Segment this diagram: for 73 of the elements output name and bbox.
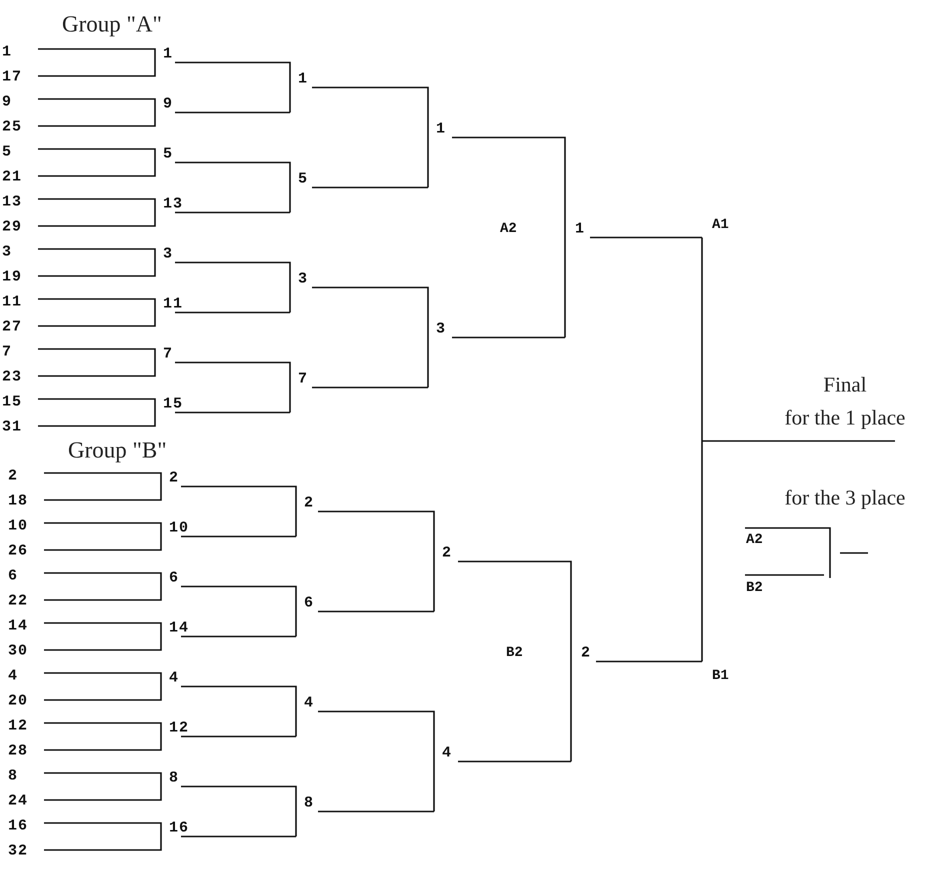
round-number: 9 bbox=[163, 96, 174, 111]
round-number: 13 bbox=[163, 196, 184, 211]
seed-number: 26 bbox=[8, 544, 28, 558]
bracket-label: B1 bbox=[712, 668, 729, 682]
seed-number: 30 bbox=[8, 644, 28, 658]
seed-number: 13 bbox=[2, 194, 22, 210]
round-number: 6 bbox=[304, 595, 314, 610]
seed-number: 2 bbox=[8, 468, 18, 484]
round-number: 8 bbox=[304, 795, 314, 810]
round-number: 2 bbox=[304, 495, 314, 510]
round-number: 5 bbox=[163, 146, 174, 161]
round-number: 2 bbox=[169, 470, 180, 485]
seed-number: 23 bbox=[2, 370, 22, 384]
seed-number: 10 bbox=[8, 518, 28, 534]
round-number: 14 bbox=[169, 620, 190, 635]
seed-number: 24 bbox=[8, 794, 28, 808]
seed-number: 27 bbox=[2, 320, 22, 334]
round-number: 2 bbox=[581, 645, 592, 660]
seed-number: 17 bbox=[2, 70, 22, 84]
round-number: 12 bbox=[169, 720, 190, 735]
round-number: 8 bbox=[169, 770, 180, 785]
seed-number: 16 bbox=[8, 818, 28, 834]
round-number: 4 bbox=[442, 745, 452, 760]
round-number: 11 bbox=[163, 296, 184, 311]
seed-number: 28 bbox=[8, 744, 28, 758]
seed-number: 20 bbox=[8, 694, 28, 708]
final-caption: Final bbox=[822, 374, 868, 396]
round-number: 5 bbox=[298, 171, 308, 186]
seed-number: 12 bbox=[8, 718, 28, 734]
seed-number: 21 bbox=[2, 170, 22, 184]
seed-number: 15 bbox=[2, 394, 22, 410]
bracket-label: B2 bbox=[746, 581, 763, 595]
bracket-label: B2 bbox=[506, 646, 523, 660]
seed-number: 5 bbox=[2, 144, 12, 160]
seed-number: 31 bbox=[2, 420, 22, 434]
seed-number: 29 bbox=[2, 220, 22, 234]
round-number: 16 bbox=[169, 820, 190, 835]
seed-number: 19 bbox=[2, 270, 22, 284]
round-number: 1 bbox=[436, 121, 446, 136]
round-number: 4 bbox=[304, 695, 314, 710]
seed-number: 4 bbox=[8, 668, 18, 684]
group-heading: Group "B" bbox=[68, 438, 167, 462]
seed-number: 14 bbox=[8, 618, 28, 634]
bracket-label: A2 bbox=[500, 222, 517, 236]
final-caption: for the 3 place bbox=[784, 488, 906, 508]
round-number: 3 bbox=[298, 271, 308, 286]
bracket-label: A1 bbox=[712, 218, 729, 232]
seed-number: 25 bbox=[2, 120, 22, 134]
seed-number: 3 bbox=[2, 244, 12, 260]
round-number: 3 bbox=[436, 321, 446, 336]
seed-number: 6 bbox=[8, 568, 18, 584]
round-number: 3 bbox=[163, 246, 174, 261]
round-number: 6 bbox=[169, 570, 180, 585]
round-number: 15 bbox=[163, 396, 184, 411]
seed-number: 1 bbox=[2, 44, 12, 60]
round-number: 1 bbox=[163, 46, 174, 61]
seed-number: 11 bbox=[2, 294, 22, 310]
seed-number: 7 bbox=[2, 344, 12, 360]
bracket-label: A2 bbox=[746, 533, 763, 547]
seed-number: 8 bbox=[8, 768, 18, 784]
round-number: 4 bbox=[169, 670, 180, 685]
seed-number: 22 bbox=[8, 594, 28, 608]
round-number: 7 bbox=[163, 346, 174, 361]
round-number: 1 bbox=[298, 71, 308, 86]
round-number: 1 bbox=[575, 221, 586, 236]
group-heading: Group "A" bbox=[62, 12, 162, 36]
seed-number: 9 bbox=[2, 94, 12, 110]
seed-number: 32 bbox=[8, 844, 28, 858]
round-number: 7 bbox=[298, 371, 308, 386]
round-number: 10 bbox=[169, 520, 190, 535]
final-caption: for the 1 place bbox=[784, 408, 906, 428]
round-number: 2 bbox=[442, 545, 452, 560]
seed-number: 18 bbox=[8, 494, 28, 508]
